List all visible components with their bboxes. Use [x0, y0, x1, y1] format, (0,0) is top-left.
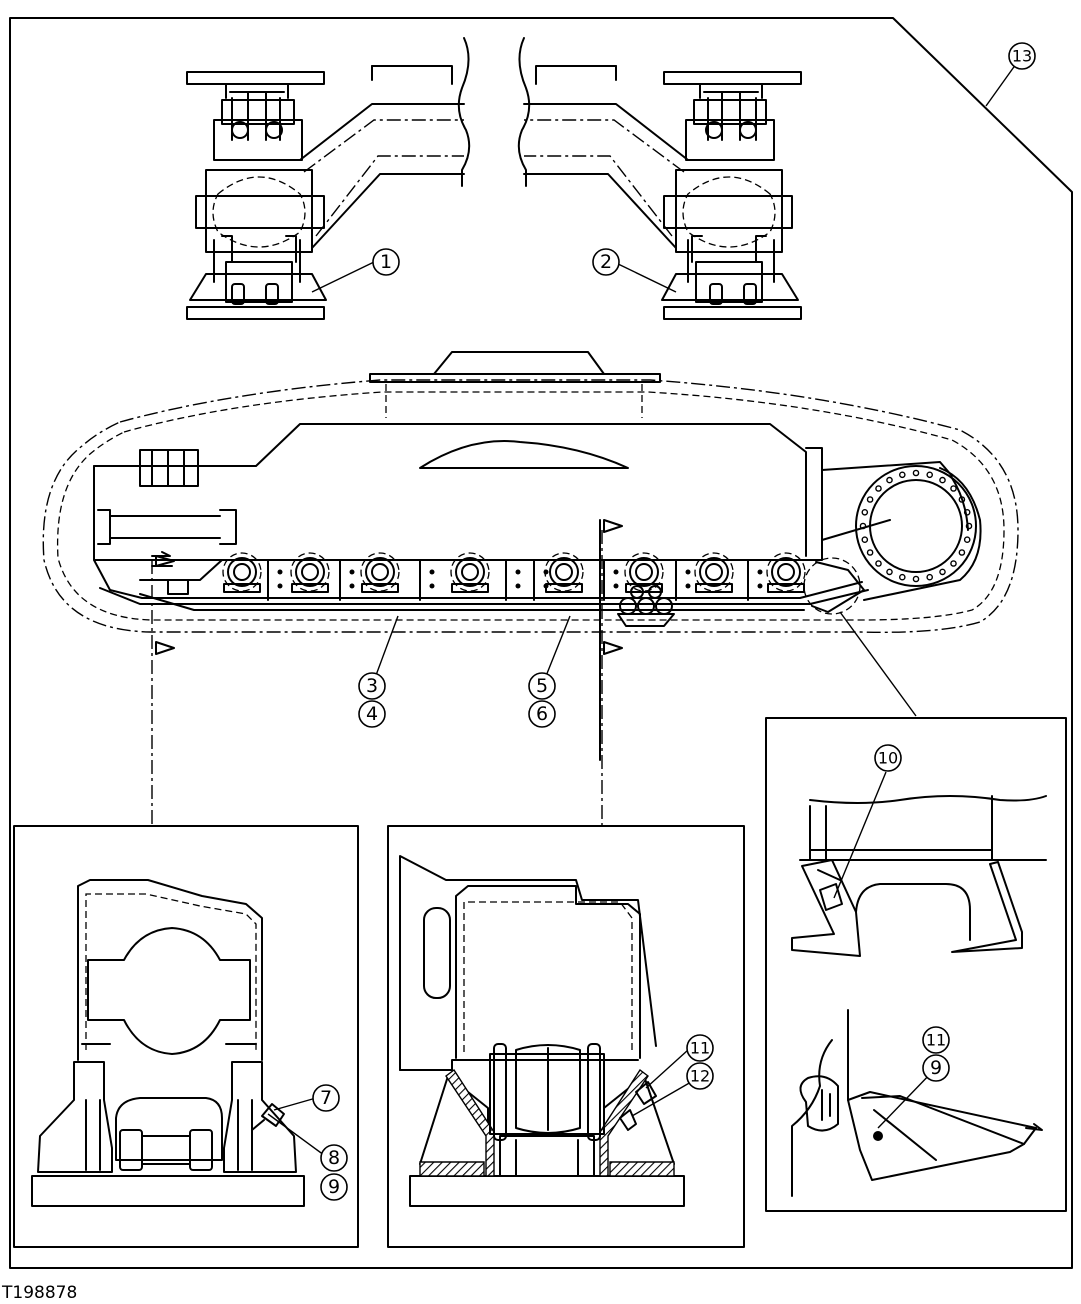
track-roller	[766, 552, 806, 593]
callout-6-label: 6	[536, 703, 548, 725]
figure-id: T198878	[2, 1283, 78, 1303]
track-roller	[694, 552, 734, 593]
frame-rib	[747, 559, 763, 601]
callout-3: 3	[358, 672, 386, 700]
carrier-bolt-cluster	[617, 585, 675, 627]
idler-bolt-ring	[859, 469, 973, 583]
cross-section-left	[186, 37, 471, 320]
callout-1: 1	[372, 248, 400, 276]
callout-6: 6	[528, 700, 556, 728]
track-roller	[290, 552, 330, 593]
frame-rib	[603, 559, 619, 601]
detail-middle-drawing	[399, 855, 685, 1207]
frame-rib	[533, 559, 549, 601]
track-frame-side-view	[42, 351, 1019, 761]
detail-box-right	[765, 717, 1067, 1212]
track-roller	[222, 552, 262, 593]
callout-8: 8	[320, 1144, 348, 1172]
callout-11-right: 11	[922, 1026, 950, 1054]
callout-4: 4	[358, 700, 386, 728]
detail-box-middle	[387, 825, 745, 1248]
callout-3-label: 3	[366, 675, 378, 697]
detail-left-drawing	[31, 879, 305, 1207]
callout-2: 2	[592, 248, 620, 276]
callout-12-label: 12	[690, 1067, 710, 1086]
callout-13-label: 13	[1012, 47, 1032, 66]
frame-rib	[267, 559, 283, 601]
callout-9-left-label: 9	[328, 1176, 340, 1198]
frame-rib	[419, 559, 435, 601]
callout-9-left: 9	[320, 1173, 348, 1201]
detail-right-drawing	[791, 795, 1047, 1197]
track-roller	[450, 552, 490, 593]
frame-rib	[505, 559, 521, 601]
callout-10-label: 10	[878, 749, 898, 768]
callout-8-label: 8	[328, 1147, 340, 1169]
callout-13: 13	[1008, 42, 1036, 70]
callout-7: 7	[312, 1084, 340, 1112]
frame-rib	[339, 559, 355, 601]
track-roller	[360, 552, 400, 593]
callout-11-right-label: 11	[926, 1031, 946, 1050]
detail-box-left	[13, 825, 359, 1248]
callout-7-label: 7	[320, 1087, 332, 1109]
cross-section-right	[517, 37, 802, 320]
callout-2-label: 2	[600, 251, 612, 273]
callout-1-label: 1	[380, 251, 392, 273]
track-roller	[544, 552, 584, 593]
callout-9-right: 9	[922, 1054, 950, 1082]
callout-4-label: 4	[366, 703, 378, 725]
callout-9-right-label: 9	[930, 1057, 942, 1079]
callout-11-middle-label: 11	[690, 1039, 710, 1058]
callout-5: 5	[528, 672, 556, 700]
callout-11-middle: 11	[686, 1034, 714, 1062]
frame-rib	[675, 559, 691, 601]
callout-12: 12	[686, 1062, 714, 1090]
callout-10: 10	[874, 744, 902, 772]
outer-border	[9, 17, 1073, 1269]
callout-5-label: 5	[536, 675, 548, 697]
